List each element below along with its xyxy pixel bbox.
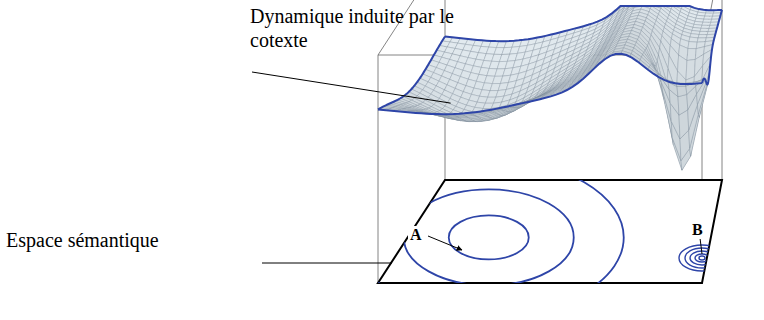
mesh-cell [677, 86, 687, 97]
leader-line [262, 263, 392, 264]
contour-line [695, 254, 709, 262]
mesh-cell [687, 49, 696, 61]
pointer-line [700, 238, 702, 254]
point-letter: B [690, 221, 705, 239]
surface-border [378, 54, 702, 114]
callout-label: Espace sémantique [6, 228, 256, 252]
surface-border [378, 36, 445, 109]
point-letter: A [408, 226, 424, 244]
contour-line [449, 215, 529, 259]
mesh-cell [703, 19, 712, 22]
contour-line [679, 245, 725, 271]
plane-outline [378, 180, 722, 283]
semantic-plane [354, 159, 725, 315]
surface-border [702, 10, 722, 85]
mesh-cell [702, 22, 711, 25]
mesh-cell [688, 42, 697, 49]
mesh-cell [689, 37, 698, 42]
mesh-cell [699, 31, 708, 34]
callout-label: Dynamique induite par le cotexte [250, 4, 482, 52]
dynamic-surface [378, 6, 722, 170]
mesh-cell [678, 94, 688, 115]
contour-line [404, 189, 574, 285]
mesh-cell [701, 25, 710, 28]
bounding-box [378, 0, 722, 283]
mesh-cell [704, 16, 713, 19]
surface-border [445, 6, 722, 41]
contour-line [699, 256, 705, 260]
mesh-cell [698, 35, 707, 38]
mesh-cell [705, 13, 714, 16]
contour-line [354, 159, 624, 315]
box-edge [722, 0, 723, 180]
pointer-arrow [428, 236, 462, 250]
leader-lines [252, 72, 451, 263]
box-edge [378, 55, 379, 283]
mesh-cell [700, 28, 709, 31]
leader-line [252, 72, 451, 103]
